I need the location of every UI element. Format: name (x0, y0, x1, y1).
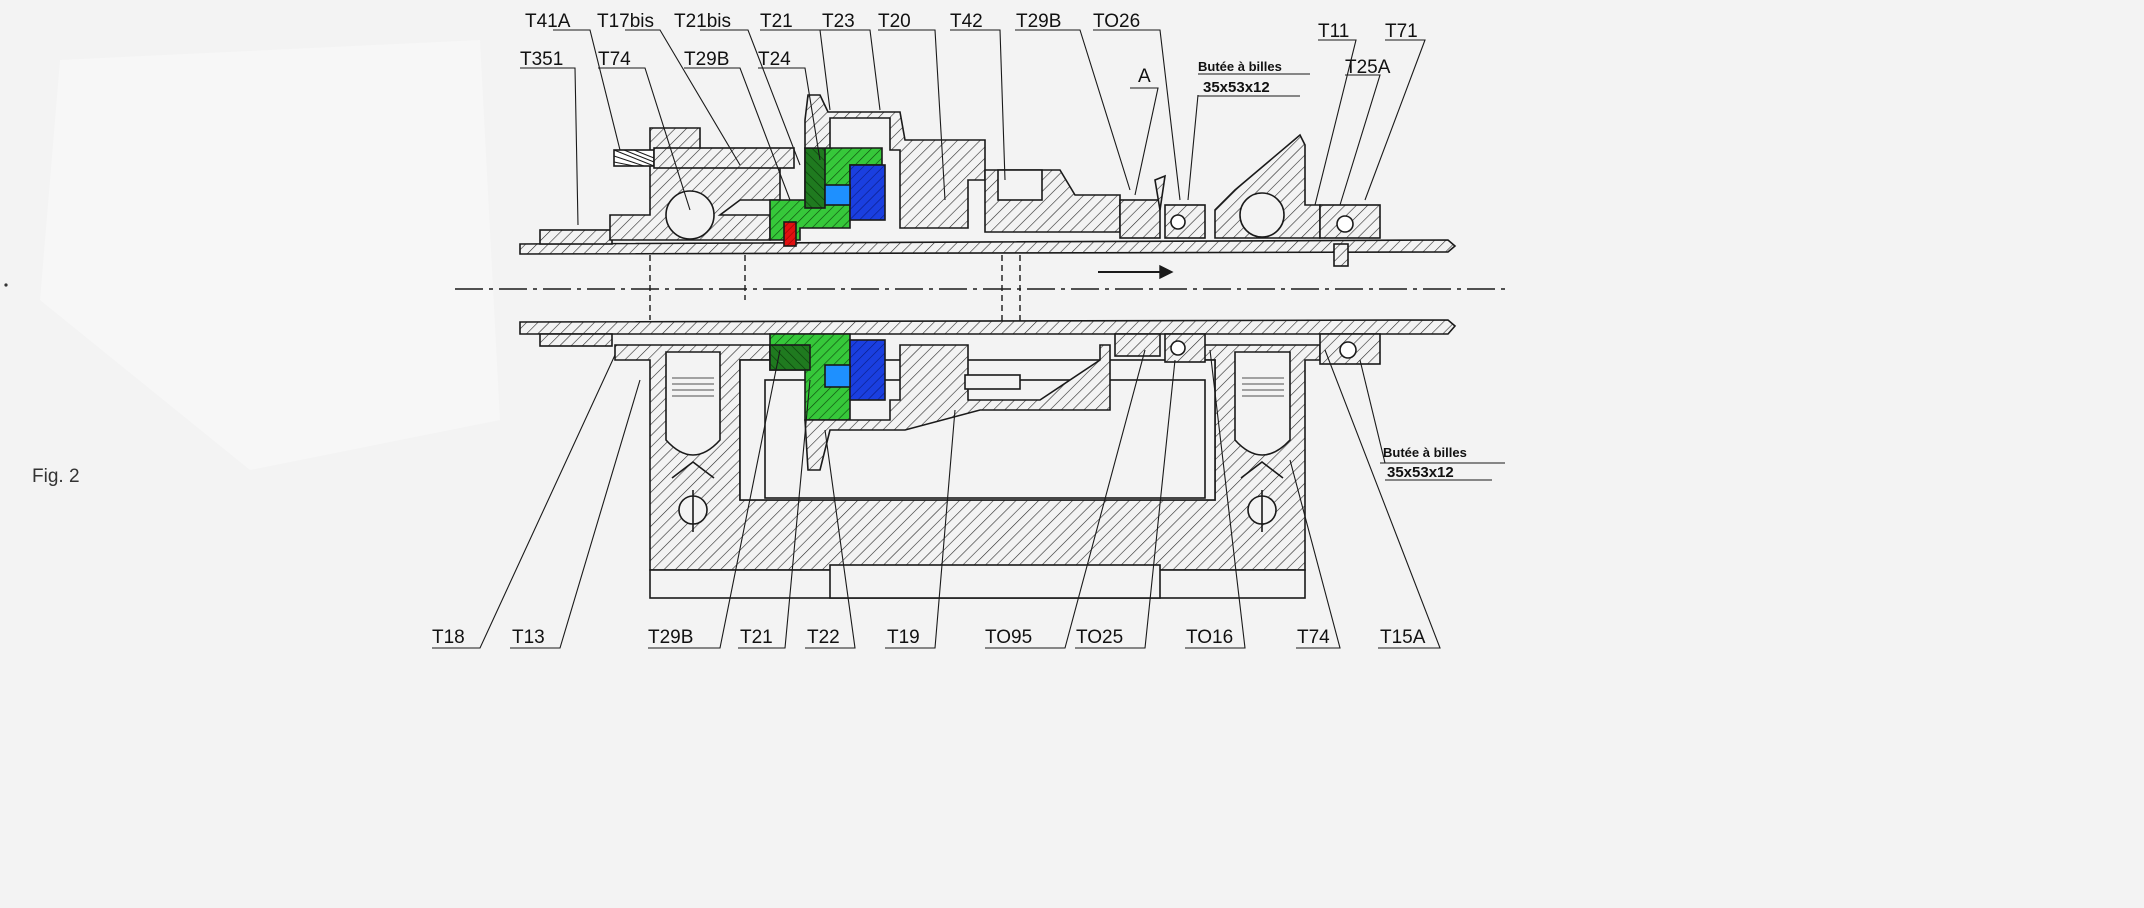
paper-smudge (40, 40, 500, 470)
label-t025: TO25 (1076, 627, 1123, 648)
label-t11: T11 (1318, 21, 1349, 42)
bearing-lower-a (1114, 333, 1161, 357)
collar-left (539, 229, 613, 245)
section-drawing-svg: T41A T17bis T21bis T21 T23 T20 T42 T29B … (4, 11, 1505, 649)
label-t21bis: T21bis (674, 11, 731, 32)
gear-darkgreen-lower (769, 344, 811, 371)
label-t74-bottom: T74 (1297, 627, 1330, 648)
label-t42: T42 (950, 11, 983, 32)
label-t71: T71 (1385, 21, 1418, 42)
label-a: A (1138, 66, 1151, 87)
label-t026: TO26 (1093, 11, 1140, 32)
label-t29b-2: T29B (684, 49, 729, 70)
leader-lines (432, 29, 1505, 649)
bearing-note-bottom-title: Butée à billes (1383, 445, 1467, 460)
bearing-note-bottom-dims: 35x53x12 (1387, 464, 1454, 481)
label-t351: T351 (520, 49, 563, 70)
label-t21: T21 (760, 11, 793, 32)
housing-main-upper (804, 94, 986, 229)
technical-drawing: T41A T17bis T21bis T21 T23 T20 T42 T29B … (4, 11, 1505, 649)
oil-well-right (1234, 351, 1291, 456)
label-t29b-bottom: T29B (648, 627, 693, 648)
bearing-note-top-title: Butée à billes (1198, 59, 1282, 74)
shaft-lower (519, 319, 1457, 335)
red-pin (783, 221, 797, 247)
stray-dot (4, 283, 8, 287)
lower-section (519, 319, 1457, 599)
label-t20: T20 (878, 11, 911, 32)
label-t19: T19 (887, 627, 920, 648)
direction-arrow-icon (1159, 264, 1174, 280)
label-t15a: T15A (1380, 627, 1426, 648)
label-t74: T74 (598, 49, 631, 70)
figure-caption: Fig. 2 (32, 466, 80, 487)
shaft-upper (519, 239, 1457, 255)
bearing-upper-a (1119, 199, 1161, 239)
housing-main-lower (804, 344, 1111, 471)
worm-gear-upper (665, 190, 715, 240)
centerline (455, 255, 1505, 325)
labels-bottom: T18 T13 T29B T21 T22 T19 TO95 TO25 TO16 … (432, 445, 1492, 648)
bearing-note-top-dims: 35x53x12 (1203, 79, 1270, 96)
label-t016: TO16 (1186, 627, 1233, 648)
label-t13: T13 (512, 627, 545, 648)
label-t095: TO95 (985, 627, 1032, 648)
gear-darkgreen-upper (804, 147, 826, 209)
gear-blue-lower (849, 339, 886, 401)
oil-well-left (665, 351, 721, 456)
label-t24: T24 (758, 49, 791, 70)
labels-top: T41A T17bis T21bis T21 T23 T20 T42 T29B … (520, 11, 1418, 97)
label-t21-bottom: T21 (740, 627, 773, 648)
label-t41a: T41A (525, 11, 571, 32)
label-t23: T23 (822, 11, 855, 32)
gear-blue-upper (849, 164, 886, 221)
label-t18: T18 (432, 627, 465, 648)
upper-section (519, 94, 1457, 267)
label-t25a: T25A (1345, 57, 1391, 78)
label-t17bis: T17bis (597, 11, 654, 32)
label-t22: T22 (807, 627, 840, 648)
gear-lightblue-upper (824, 184, 851, 206)
label-t29b: T29B (1016, 11, 1061, 32)
